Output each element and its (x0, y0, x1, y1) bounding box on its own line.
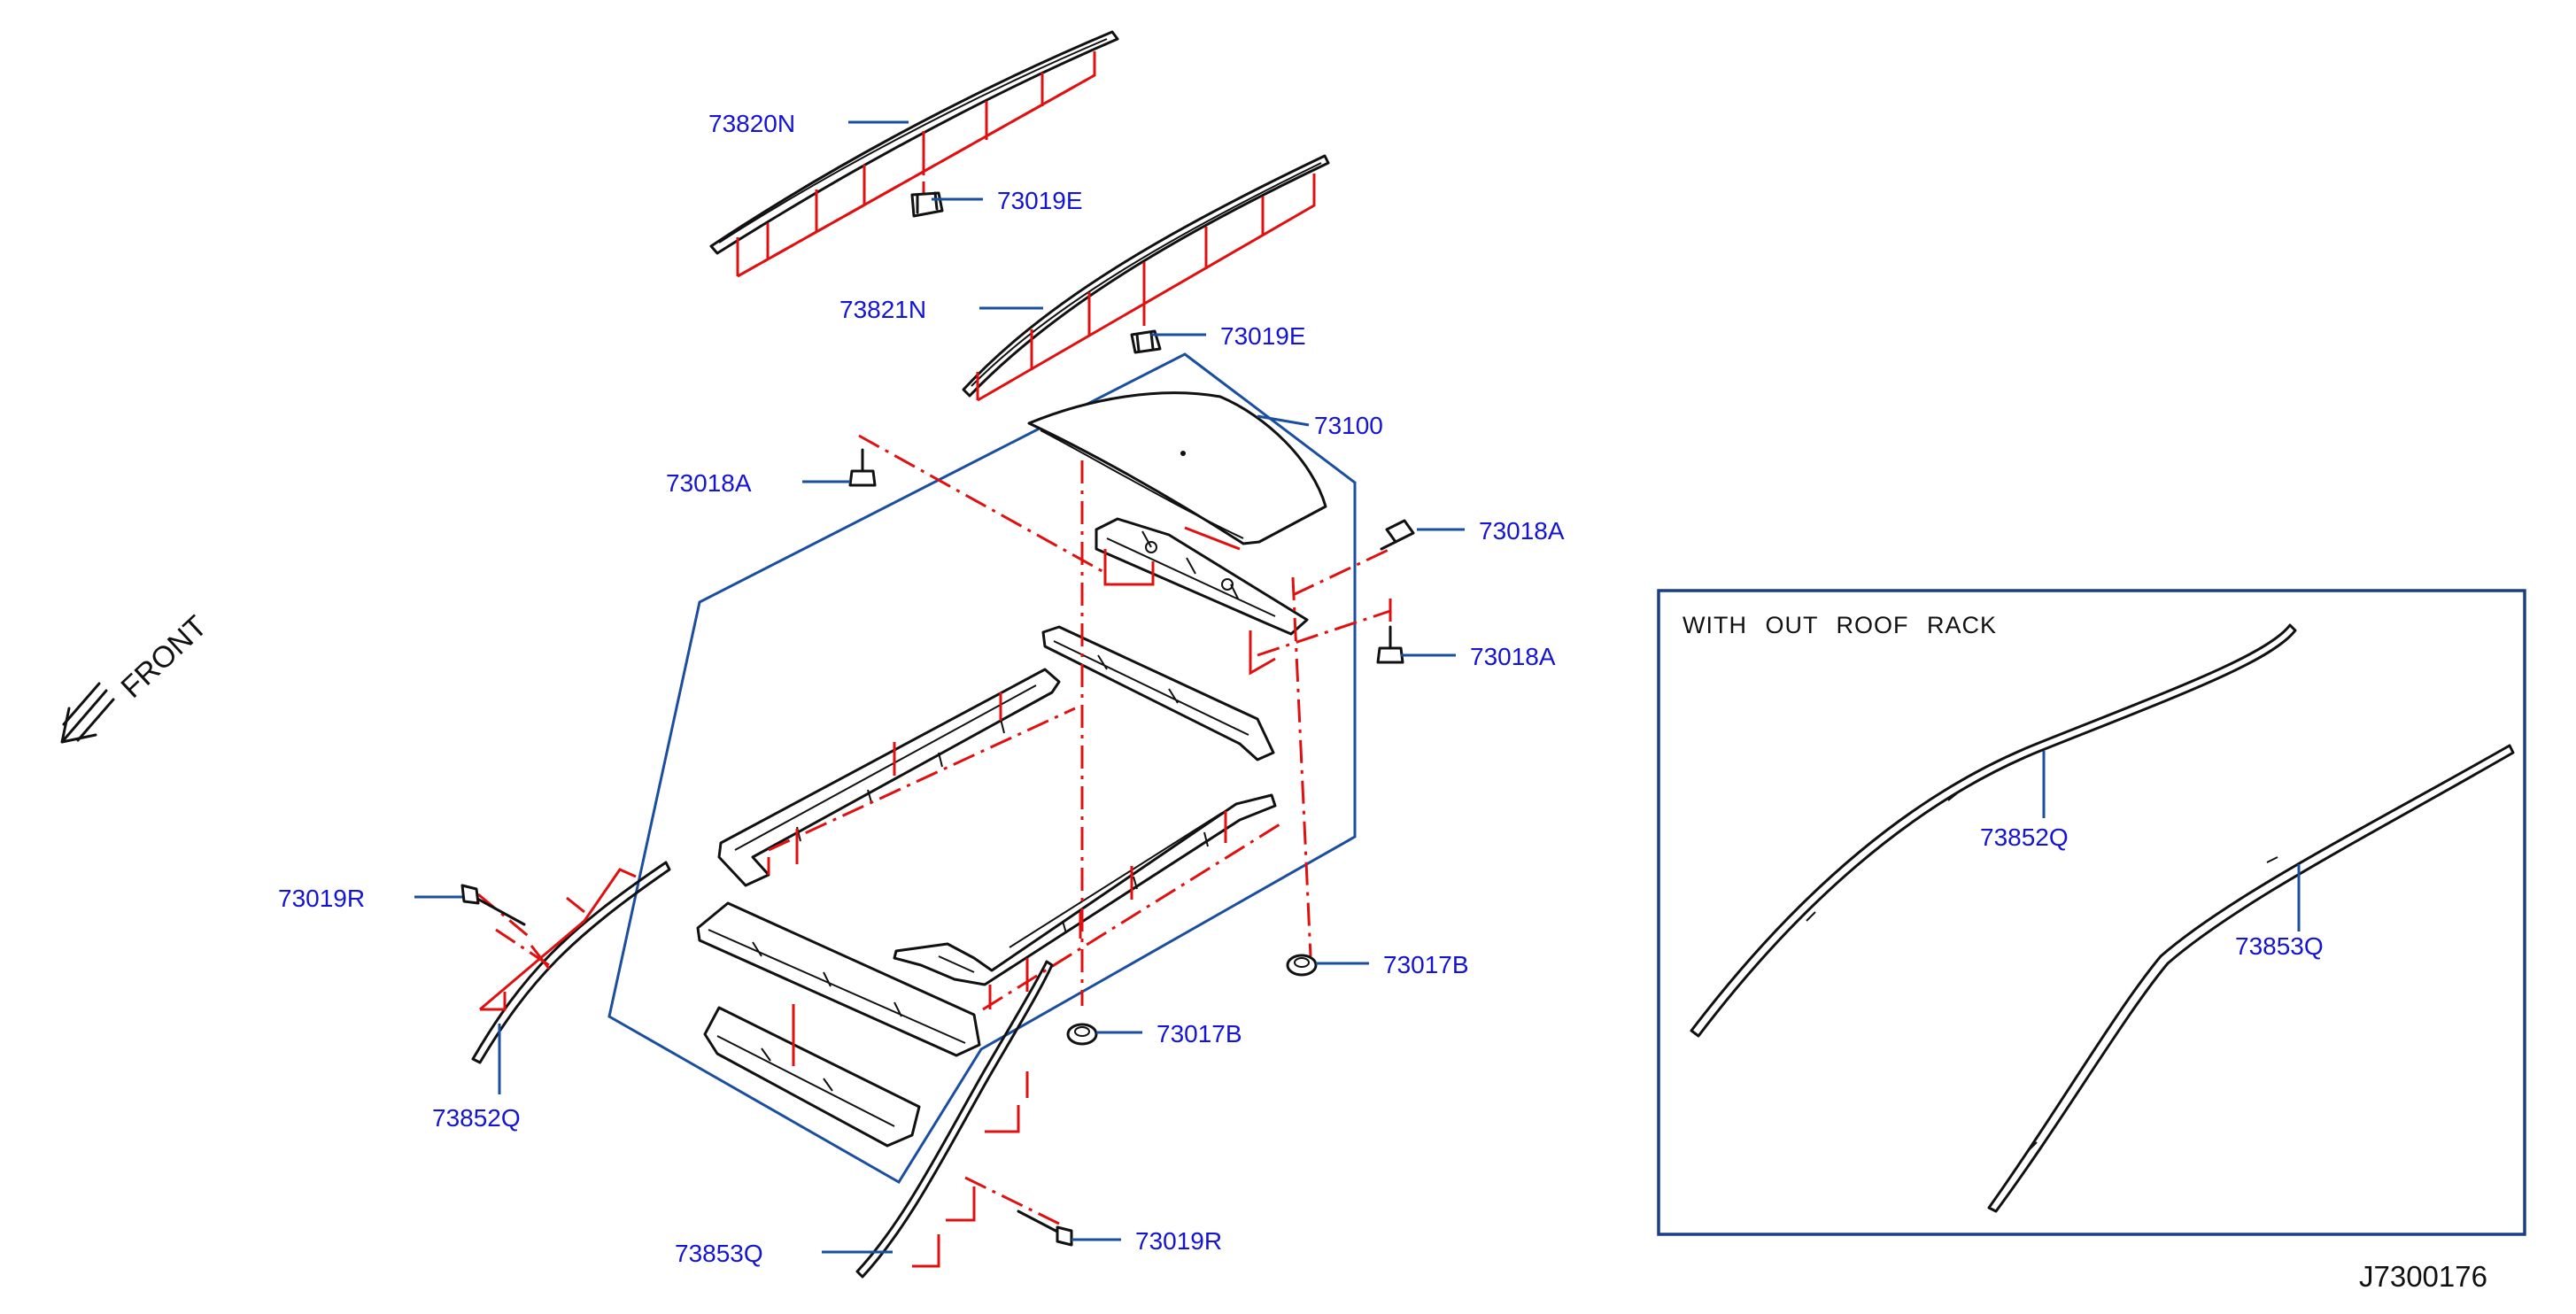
callout-73018a-right-upper: 73018A (1479, 517, 1565, 545)
callout-73017b-right: 73017B (1383, 951, 1469, 978)
callout-73018a-left: 73018A (666, 469, 752, 497)
drip-molding-right-part (855, 960, 1054, 1279)
roof-panel-part (1027, 391, 1327, 545)
nut-73017b-right-part (1286, 954, 1318, 977)
roof-front-header-part (696, 901, 981, 1057)
callout-73019e-lower: 73019E (1220, 322, 1306, 350)
roof-front-cowl-part (703, 1006, 921, 1148)
callout-73019r-left: 73019R (278, 885, 365, 912)
inset-drip-molding-right-part (1987, 744, 2515, 1213)
roof-side-rail-right-part (893, 793, 1277, 986)
roof-rail-right-part (962, 154, 1330, 398)
callout-73019e-upper: 73019E (997, 187, 1083, 214)
bolt-73018a-right-lower-part (1376, 625, 1404, 664)
roof-assembly-outline (607, 352, 1357, 1185)
roof-side-rail-left-part (717, 668, 1061, 887)
nut-73017b-center-part (1066, 1023, 1098, 1046)
drip-molding-left-part (471, 861, 671, 1064)
bolt-73018a-right-upper-part (1380, 519, 1415, 551)
retainer-73019r-right-part (1017, 1210, 1073, 1247)
clip-73019e-lower-part (1130, 329, 1162, 354)
inset-drip-molding-left-part (1690, 623, 2297, 1038)
callout-73019r-right: 73019R (1135, 1227, 1222, 1255)
roof-bow-rear-part (1041, 625, 1275, 761)
inset-frame (1657, 589, 2526, 1236)
callout-73100: 73100 (1314, 412, 1383, 439)
inset-callout-73852q: 73852Q (1980, 823, 2069, 851)
callout-73852q: 73852Q (432, 1104, 521, 1132)
callout-73018a-right-lower: 73018A (1470, 643, 1556, 670)
inset-title: WITH OUT ROOF RACK (1683, 612, 1997, 638)
callout-73820n: 73820N (708, 110, 795, 137)
clip-73019e-upper-part (910, 191, 944, 218)
inset-callout-73853q: 73853Q (2235, 932, 2324, 960)
callout-73017b-center: 73017B (1156, 1020, 1242, 1047)
front-label: FRONT (115, 609, 214, 705)
front-arrow-icon (60, 682, 115, 744)
retainer-73019r-left-part (460, 884, 526, 926)
callout-73821n: 73821N (839, 296, 926, 323)
bolt-73018a-left-part (848, 448, 877, 487)
callout-73853q: 73853Q (675, 1240, 763, 1267)
diagram-id: J7300176 (2359, 1260, 2487, 1293)
rear-header-part (1095, 517, 1309, 636)
roof-rail-left-part (709, 30, 1119, 255)
